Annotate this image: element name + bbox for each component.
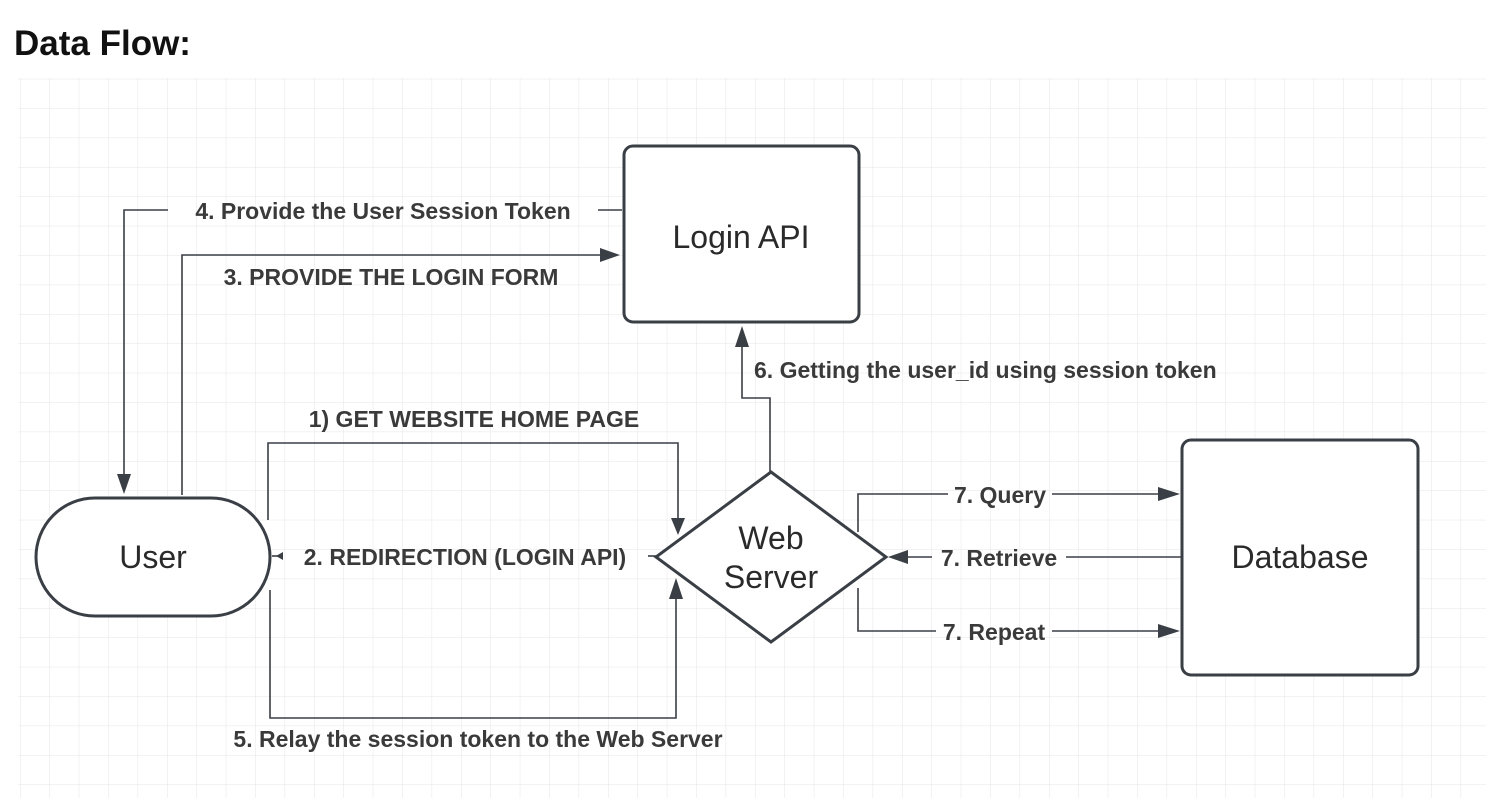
edge-label-step5: 5. Relay the session token to the Web Se…: [233, 726, 722, 752]
arrowhead-step6: [735, 326, 749, 347]
arrowhead-step5: [669, 578, 683, 599]
edge-label-step7-query: 7. Query: [954, 482, 1046, 508]
edge-label-step7-repeat: 7. Repeat: [943, 619, 1046, 645]
edge-label-step6: 6. Getting the user_id using session tok…: [754, 357, 1217, 383]
edge-label-step1: 1) GET WEBSITE HOME PAGE: [309, 406, 640, 432]
edge-step7-repeat-left: [857, 588, 936, 632]
arrowhead-step2: [276, 552, 283, 560]
arrowhead-step4: [117, 474, 131, 494]
edge-step4: [123, 209, 168, 478]
edge-label-step3: 3. PROVIDE THE LOGIN FORM: [224, 264, 559, 290]
user-label: User: [119, 539, 187, 575]
diagram-heading: Data Flow:: [14, 24, 191, 63]
arrowhead-step1: [671, 518, 685, 535]
edge-step7-query-left: [857, 493, 948, 532]
arrowhead-step7-retrieve: [888, 550, 908, 564]
edge-label-step4: 4. Provide the User Session Token: [195, 198, 570, 224]
database-node: [1180, 438, 1420, 677]
web-server-label-line2: Server: [724, 559, 819, 595]
edge-step6: [741, 344, 771, 472]
arrowhead-step7-query: [1158, 487, 1180, 501]
web-server-label-line1: Web: [738, 520, 803, 556]
user-node: [34, 496, 272, 618]
database-label: Database: [1232, 539, 1369, 575]
edge-step5: [269, 590, 677, 719]
arrowhead-step7-repeat: [1158, 624, 1180, 638]
login-api-label: Login API: [673, 219, 810, 255]
web-server-node: [653, 470, 889, 644]
edge-step3: [181, 254, 604, 495]
edge-step1: [267, 442, 679, 522]
edge-label-step7-retrieve: 7. Retrieve: [941, 545, 1057, 571]
login-api-node: [622, 144, 861, 324]
arrowhead-step3: [600, 248, 620, 262]
edge-label-step2: 2. REDIRECTION (LOGIN API): [304, 544, 626, 570]
